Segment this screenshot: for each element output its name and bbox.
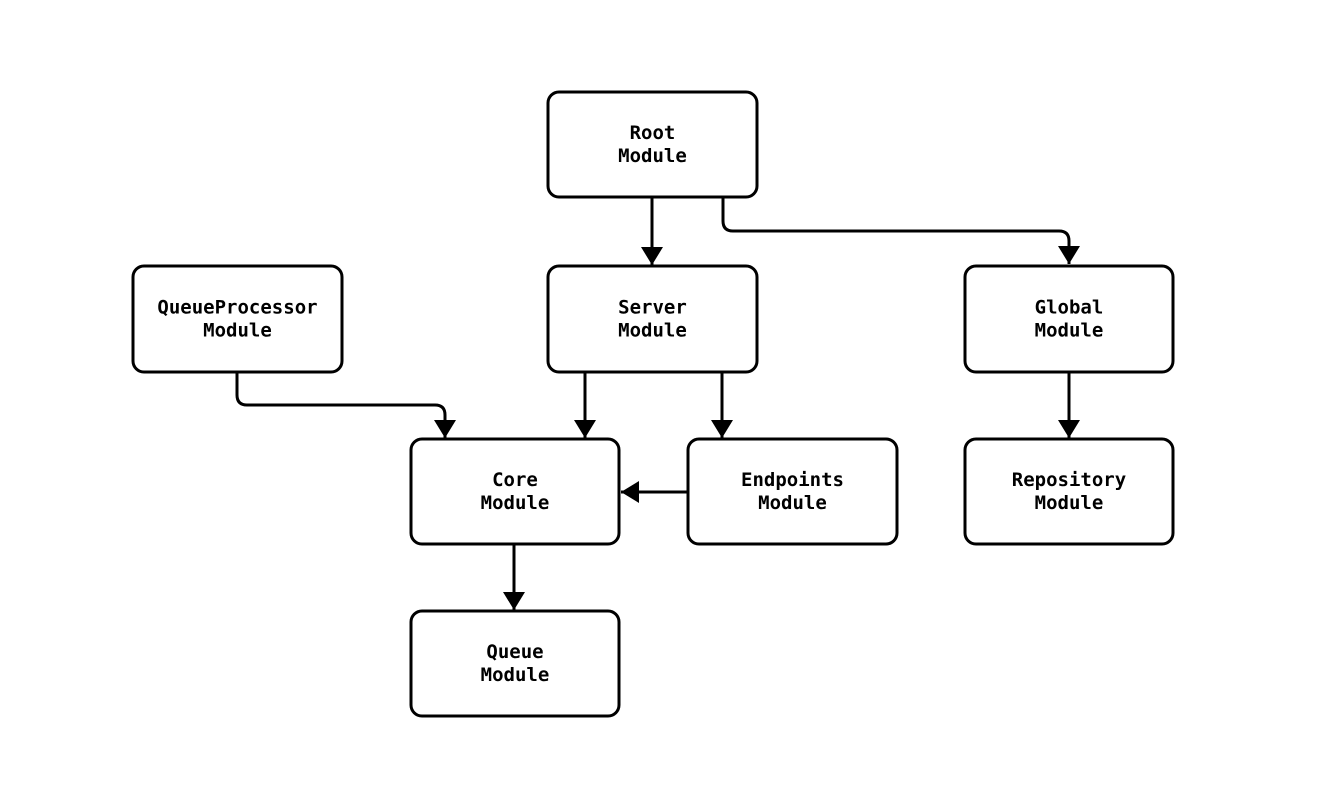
- node-core-box: [409, 437, 621, 546]
- edge-queueprocessor-to-core: [235, 372, 456, 438]
- node-root-box: [546, 90, 759, 199]
- edge-root-to-global: [721, 197, 1080, 264]
- node-endpoints-box: [686, 437, 899, 546]
- node-queue-box: [409, 609, 621, 718]
- node-global-box: [963, 264, 1175, 374]
- node-server-box: [546, 264, 759, 374]
- node-queueprocessor-box: [131, 264, 344, 374]
- node-repository-box: [963, 437, 1175, 546]
